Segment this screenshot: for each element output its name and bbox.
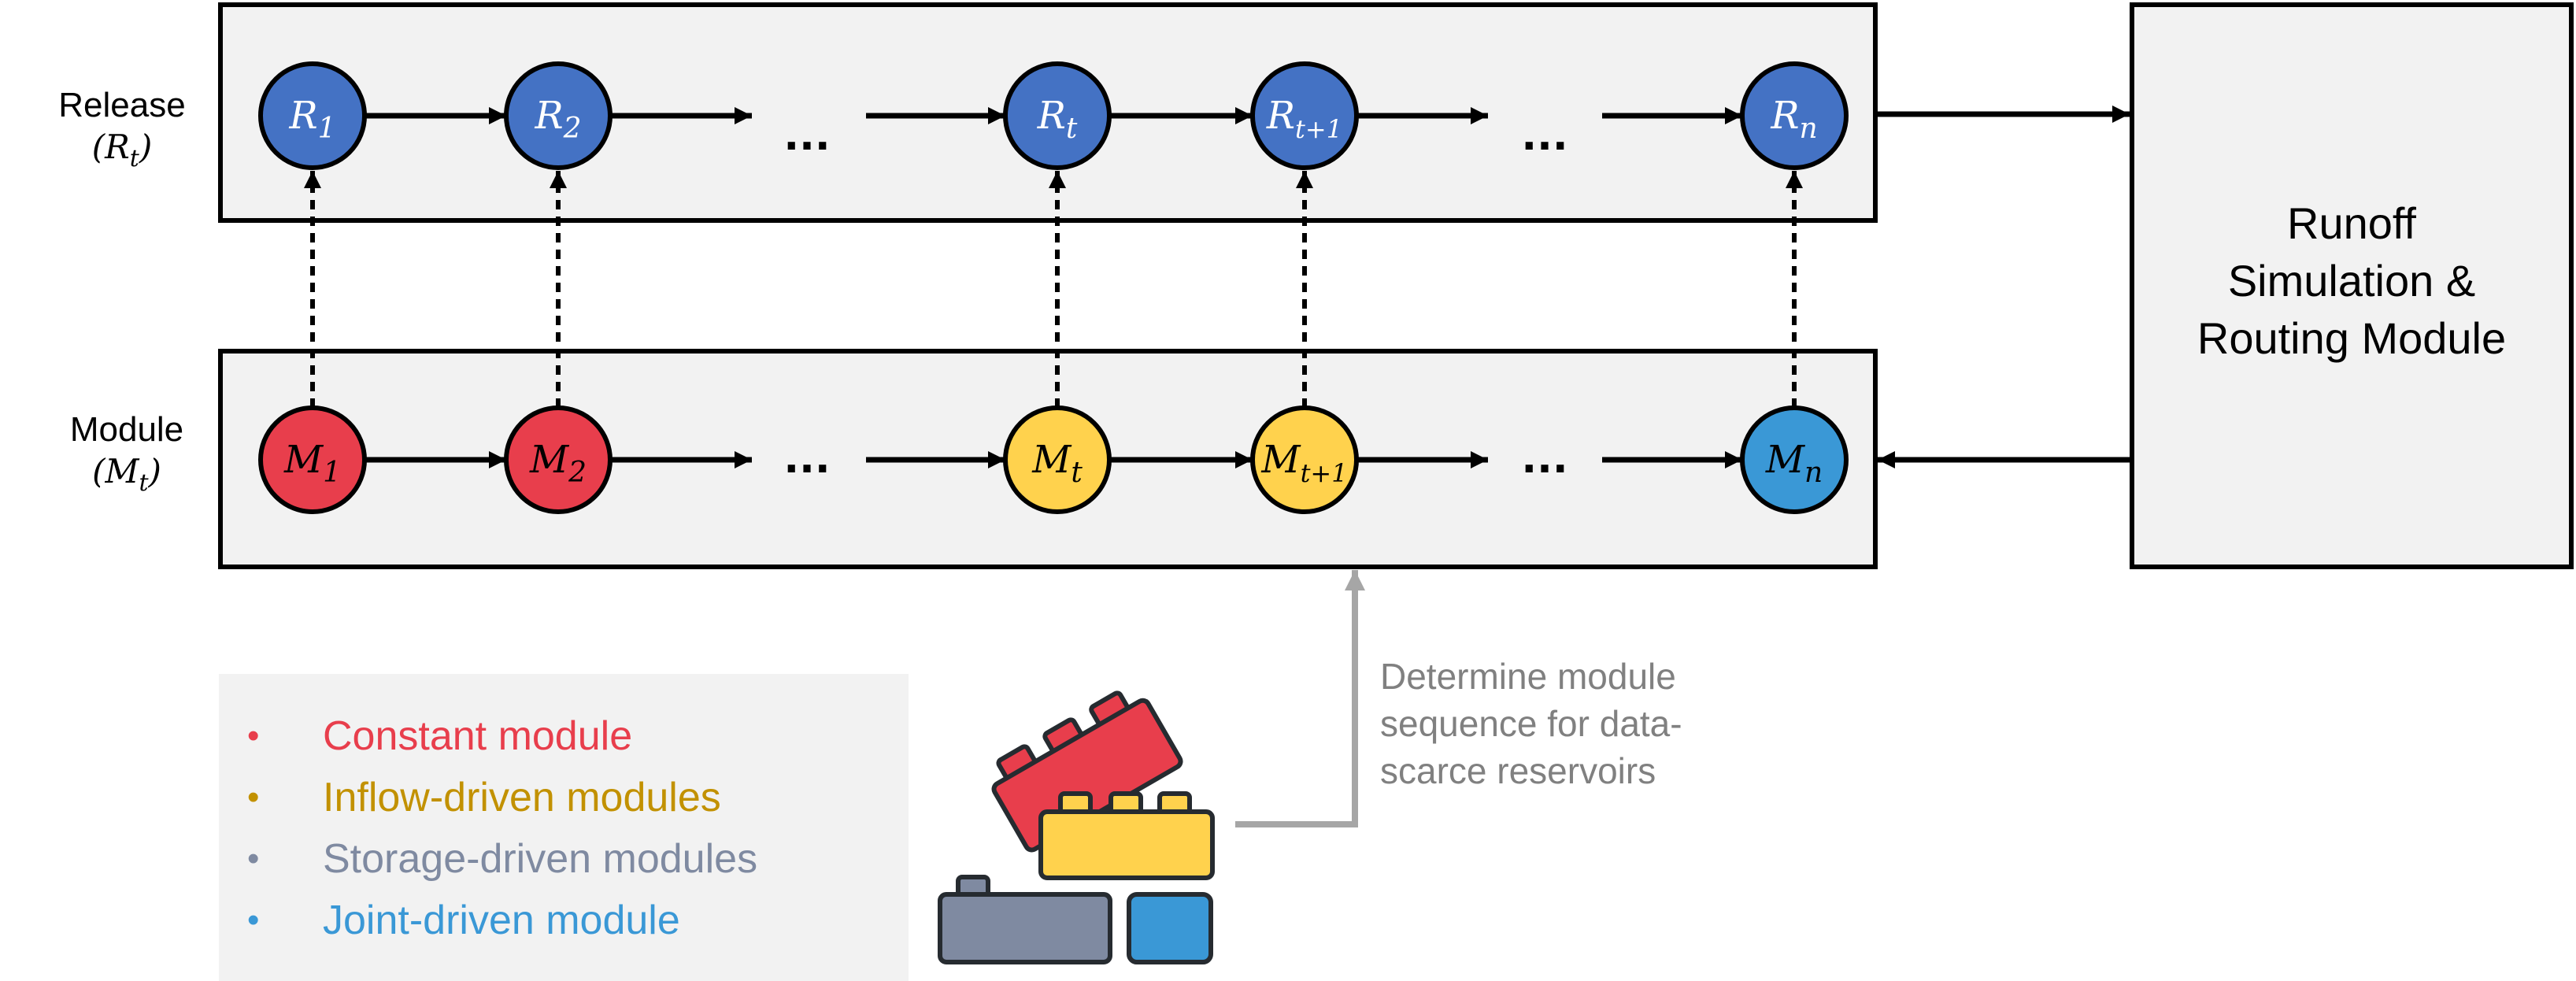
legend-bullet: • [247,778,260,816]
legend-panel [219,674,909,981]
module-node-circle [1003,405,1112,514]
module-node: Mt [1003,405,1112,514]
module-node-circle [1740,405,1849,514]
module-symbol: (Mt) [92,451,161,497]
legend-item-joint: • Joint-driven module [219,890,909,951]
module-node: Mn [1740,405,1849,514]
release-node-label: Rt [1037,94,1078,145]
runoff-routing-box [2130,2,2574,569]
module-node-label: Mt [1031,438,1083,489]
module-node-circle [1250,405,1359,514]
release-node-circle [504,61,613,170]
release-node: Rn [1740,61,1849,170]
gray-brick [938,875,1112,964]
release-node-label: R1 [288,94,335,145]
runoff-routing-label: Runoff Simulation & Routing Module [2132,195,2571,367]
module-node-label: M1 [283,438,341,489]
release-node-label: Rn [1770,94,1817,145]
module-sequence-annotation: Determine module sequence for data- scar… [1380,653,1682,794]
legend-bullet: • [247,716,260,755]
runoff-line-3: Routing Module [2197,313,2507,363]
release-node: Rt [1003,61,1112,170]
yellow-brick [1038,791,1215,880]
module-ellipsis-1: ... [783,435,830,483]
module-sequence-arrow [1235,570,1365,827]
legend-label: Storage-driven modules [323,836,758,882]
legend-bullet: • [247,901,260,939]
release-node-label: Rt+1 [1266,94,1342,144]
blue-brick [1127,892,1213,964]
annotation-line-1: Determine module [1380,656,1676,697]
module-to-release-links [304,171,1803,408]
module-label-text: Module [69,410,184,449]
release-node-circle [258,61,367,170]
module-row-label: Module (Mt) [28,409,225,498]
module-node: M1 [258,405,367,514]
legend-item-storage: • Storage-driven modules [219,828,909,890]
module-node-label: Mn [1765,438,1823,489]
module-node: Mt+1 [1250,405,1359,514]
module-node-circle [504,405,613,514]
legend-label: Constant module [323,713,633,759]
runoff-line-2: Simulation & [2227,255,2476,305]
module-ellipsis-2: ... [1521,435,1567,483]
release-node: R2 [504,61,613,170]
annotation-line-2: sequence for data- [1380,702,1682,744]
release-node-circle [1740,61,1849,170]
legend-bullet: • [247,839,260,878]
module-node: M2 [504,405,613,514]
runoff-line-1: Runoff [2287,198,2416,248]
release-ellipsis-2: ... [1521,113,1567,160]
release-node: R1 [258,61,367,170]
legend-item-constant: • Constant module [219,705,909,767]
release-symbol: (Rt) [91,127,153,172]
release-row-label: Release (Rt) [24,85,220,173]
module-node-label: M2 [529,438,587,489]
module-node-circle [258,405,367,514]
module-node-label: Mt+1 [1260,438,1347,488]
module-nodes: M1 M2 Mt Mt+1 Mn [258,405,1849,514]
release-node-circle [1003,61,1112,170]
release-node: Rt+1 [1250,61,1359,170]
legend: • Constant module • Inflow-driven module… [219,705,909,951]
release-node-circle [1250,61,1359,170]
legend-label: Joint-driven module [323,898,680,943]
legend-item-inflow: • Inflow-driven modules [219,767,909,828]
release-nodes: R1 R2 Rt Rt+1 Rn [258,61,1849,170]
annotation-line-3: scarce reservoirs [1380,750,1656,791]
legend-label: Inflow-driven modules [323,775,721,820]
release-label-text: Release [58,86,186,124]
building-blocks-icon [938,690,1215,964]
release-ellipsis-1: ... [783,113,830,160]
release-node-label: R2 [534,94,581,145]
